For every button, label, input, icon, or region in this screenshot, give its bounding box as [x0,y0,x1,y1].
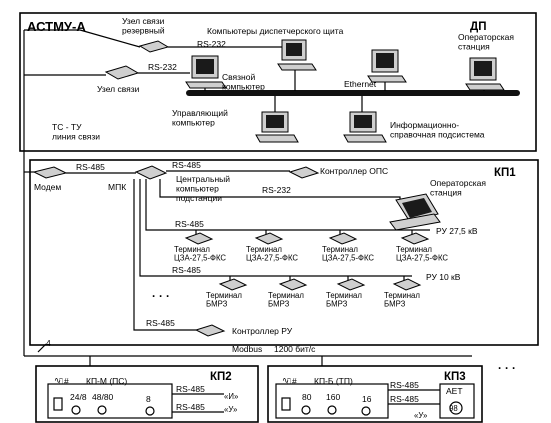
modem-label: Модем [34,182,61,192]
kp3-frame [267,365,483,423]
kp2-ratio-label: 24/8 [70,392,87,402]
kp3-rs485-b: RS-485 [390,394,419,404]
mpk-label: МПК [108,182,126,192]
kp3-v2-label: 160 [326,392,340,402]
kp2-frame [35,365,259,423]
kp1-ellipsis: · · · [152,291,170,303]
baud-label: 1200 бит/с [274,344,316,354]
ethernet-label: Ethernet [344,79,377,89]
kp3-in-b: «У» [414,411,428,420]
rs232-b-label: RS-232 [148,62,177,72]
kp1-title: КП1 [494,167,516,179]
modem-icon [32,166,68,179]
kp1-frame [29,159,539,346]
kp3-wave-icon: ∿ [282,375,289,385]
kp2-device-label: КП-М (ПС) [86,376,127,386]
rs485-d-label: RS-485 [172,265,201,275]
rs232-a-label: RS-232 [197,39,226,49]
rs485-a-label: RS-485 [76,162,105,172]
kp3-title: КП3 [444,371,466,383]
kp2-wave-icon: ∿ [54,375,61,385]
kp3-pulse-icon: ⎍# [286,376,297,386]
kp3-device-label: КП-Б (ТП) [314,376,353,386]
info-subsystem-icon [343,111,387,143]
rs232-kp1-label: RS-232 [262,185,291,195]
comm-node-label: Узел связи [97,84,140,94]
kp2-in-a: «И» [224,392,239,401]
kp3-v1-label: 80 [302,392,312,402]
kp2-rs485-b: RS-485 [176,402,205,412]
kp3-aet-label: АЕТ [446,386,463,396]
channel-count-label: 4 [46,338,51,348]
info-subsystem-label: Информационно-справочная подсистема [390,120,485,139]
dispatch-computer-icon [277,39,317,71]
kp2-ratio2-label: 48/80 [92,392,114,402]
ru-10-label: РУ 10 кВ [426,272,461,282]
kp1-operator-station-icon [389,193,441,231]
kp3-ellipsis: · · · [498,363,516,375]
kp2-count-label: 8 [146,394,151,404]
ops-controller-label: Контроллер ОПС [320,166,388,176]
reserve-link [79,29,141,48]
operator-monitor-icon [367,49,407,83]
rs485-b-label: RS-485 [172,160,201,170]
rs485-e-label: RS-485 [146,318,175,328]
control-computer-icon [255,111,299,143]
comm-node-icon [104,65,140,80]
kp2-relay-icon [53,397,63,411]
system-title: АСТМУ-А [27,19,86,34]
dispatch-computers-label: Компьютеры диспетчерского щита [207,26,344,36]
kp2-title: КП2 [210,371,232,383]
operator-station-icon [465,57,505,91]
comm-node-reserve-icon [138,40,170,53]
modbus-label: Modbus [232,344,262,354]
comm-computer-icon [185,55,227,89]
ru-275-label: РУ 27,5 кВ [436,226,478,236]
dp-title: ДП [470,21,486,33]
mpk-icon [134,165,168,180]
kp3-relay-icon [281,397,291,411]
kp3-aet-value: 98 [449,404,458,413]
kp3-v3-label: 16 [362,394,372,404]
ops-controller-icon [288,166,320,179]
ethernet-bus [186,90,520,96]
dp-frame [19,12,537,152]
ru-controller-label: Контроллер РУ [232,326,293,336]
kp2-in-b: «У» [224,405,238,414]
rs485-c-label: RS-485 [175,219,204,229]
kp2-rs485-a: RS-485 [176,384,205,394]
kp3-rs485-a: RS-485 [390,380,419,390]
kp2-pulse-icon: ⎍# [58,376,69,386]
ru-controller-icon [194,324,226,337]
